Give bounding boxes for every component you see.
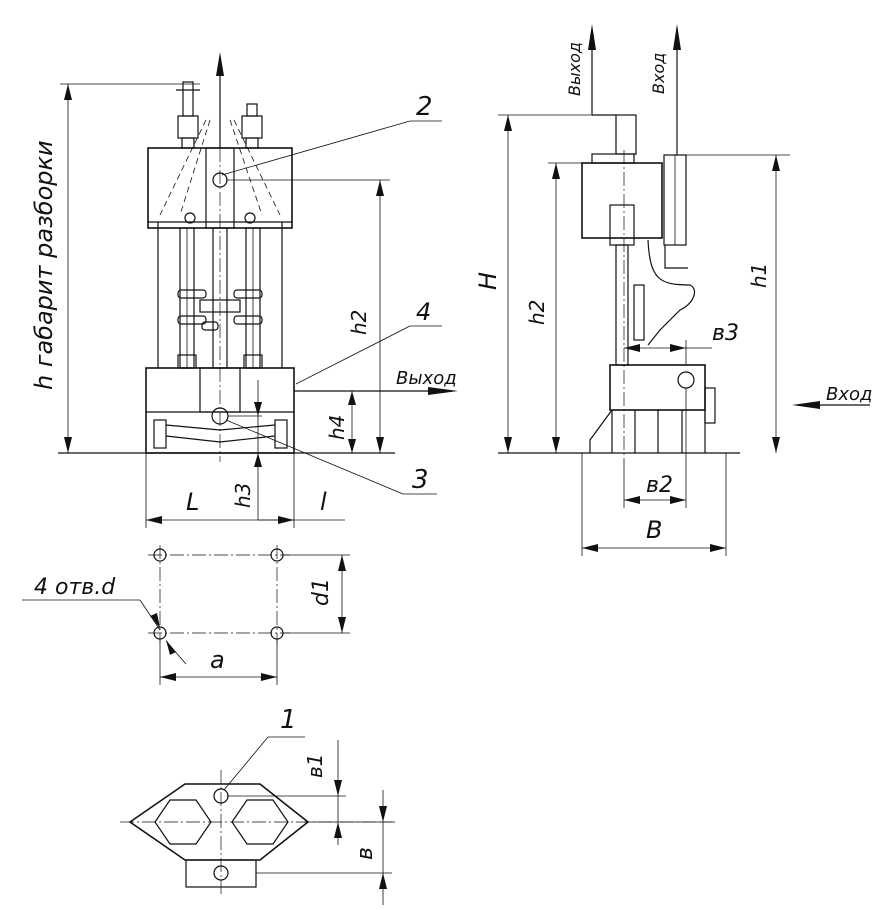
- disassembly-height-label: h габарит разборки: [30, 140, 58, 390]
- callout-1: 1: [280, 705, 297, 735]
- front-h2-label: h2: [347, 310, 371, 335]
- front-view-dimensions: [60, 83, 442, 528]
- front-h4-label: h4: [325, 415, 349, 440]
- front-outlet-label: Выход: [396, 368, 457, 389]
- side-inlet-label: Вход: [826, 384, 872, 405]
- side-h2-label: h2: [525, 300, 549, 325]
- top-view: [120, 736, 395, 905]
- top-b-label: в: [353, 847, 378, 860]
- callout-3: 3: [412, 465, 429, 495]
- side-view-dimensions: [498, 114, 790, 556]
- front-L-label: L: [186, 488, 199, 516]
- side-h1-label: h1: [747, 263, 771, 288]
- side-b2-label: в2: [646, 473, 673, 498]
- side-B-label: B: [646, 516, 662, 544]
- side-view: [498, 24, 870, 460]
- front-h3-label: h3: [231, 483, 255, 508]
- holes-label: 4 отв.d: [34, 575, 116, 600]
- side-inlet-top-label: Вход: [649, 53, 668, 94]
- callout-4: 4: [416, 298, 431, 326]
- top-b1-label: в1: [303, 753, 327, 778]
- callout-2: 2: [416, 92, 433, 122]
- front-l-label: l: [320, 488, 327, 516]
- labels: 2 4 3 1 h габарит разборки h2 h4 h3 L l …: [30, 42, 872, 860]
- side-H-label: H: [474, 272, 502, 290]
- hole-plan: [22, 545, 350, 685]
- side-b3-label: в3: [712, 321, 739, 346]
- front-view: [58, 52, 458, 462]
- plan-d1-label: d1: [309, 578, 334, 606]
- plan-a-label: a: [210, 646, 225, 674]
- side-outlet-top-label: Выход: [565, 42, 584, 96]
